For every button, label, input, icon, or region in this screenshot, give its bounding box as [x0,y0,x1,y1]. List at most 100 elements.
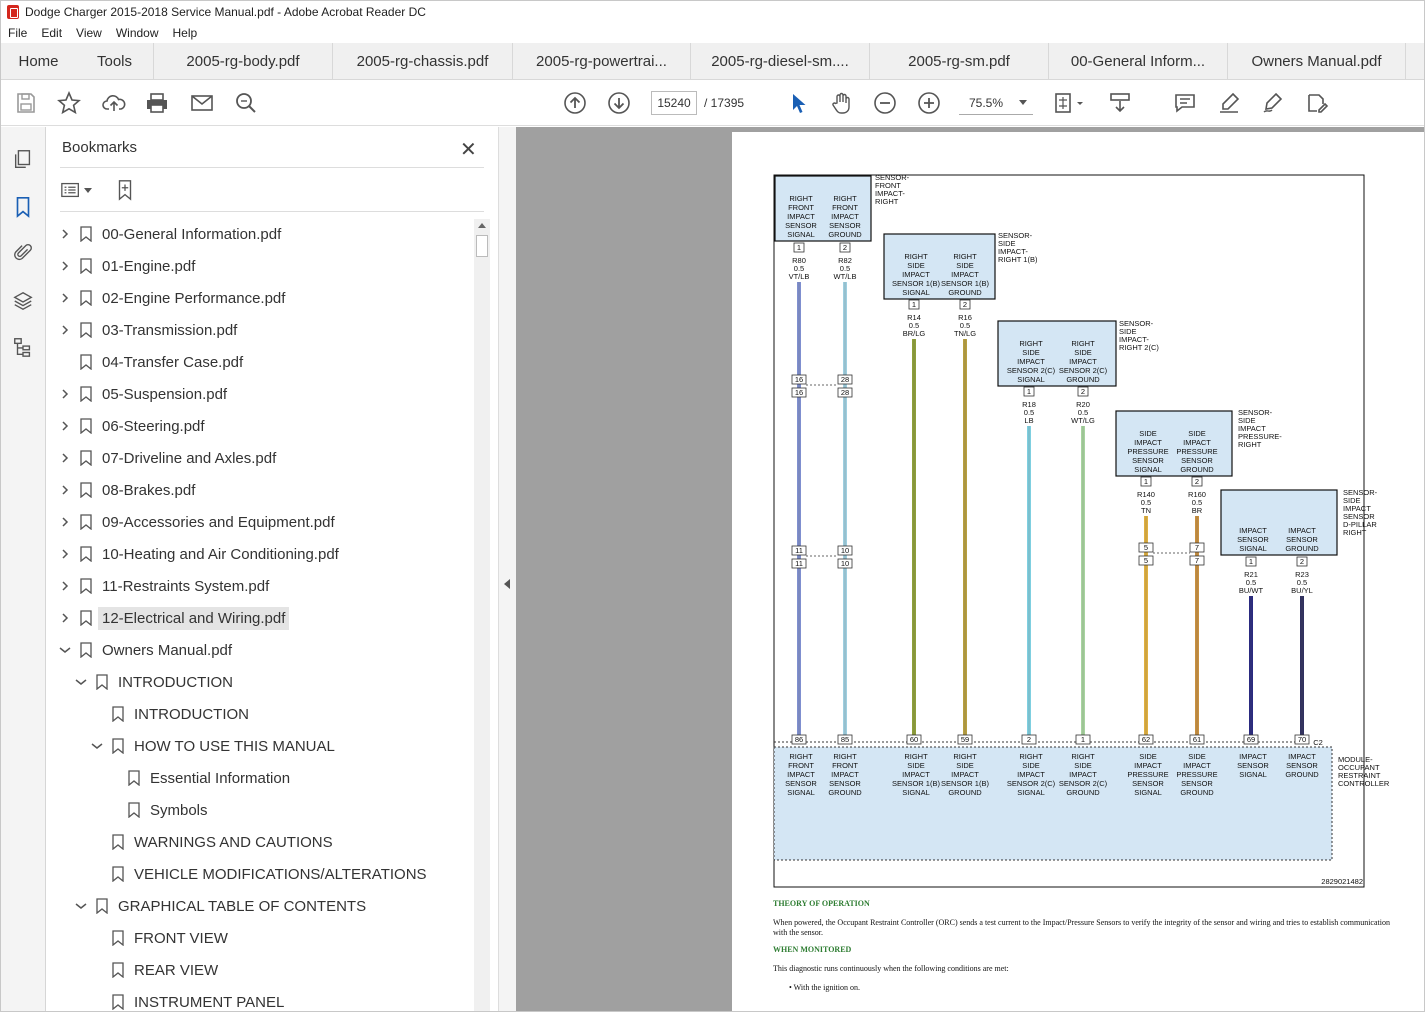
bookmark-item[interactable]: REAR VIEW [46,957,474,983]
chevron-right-icon[interactable] [58,259,72,273]
bookmark-item[interactable]: Symbols [46,797,474,823]
collapse-panel-icon[interactable] [504,579,510,589]
bookmark-item[interactable]: INSTRUMENT PANEL [46,989,474,1011]
sensor-name-label: SIDE [998,239,1016,248]
chevron-right-icon[interactable] [58,515,72,529]
structure-icon[interactable] [11,335,35,359]
select-cursor-icon[interactable] [785,90,811,116]
zoom-out-icon[interactable] [872,90,898,116]
email-icon[interactable] [189,90,215,116]
bookmark-item[interactable]: 12-Electrical and Wiring.pdf [46,605,474,631]
menu-view[interactable]: View [76,26,102,40]
sensor-box [1115,410,1233,477]
chevron-right-icon[interactable] [58,227,72,241]
chevron-right-icon[interactable] [58,451,72,465]
panel-splitter[interactable] [498,127,516,1011]
edit-pdf-icon[interactable] [1304,90,1330,116]
close-icon[interactable]: ✕ [460,139,477,161]
chevron-down-icon[interactable] [58,643,72,657]
layers-icon[interactable] [11,289,35,313]
bookmark-item[interactable]: FRONT VIEW [46,925,474,951]
bookmark-item[interactable]: WARNINGS AND CAUTIONS [46,829,474,855]
circuit-id: R82 [838,256,852,265]
hand-tool-icon[interactable] [829,90,855,116]
page-number-input[interactable]: 15240 [651,91,697,115]
scrolling-mode-icon[interactable] [1107,90,1133,116]
bookmark-item[interactable]: 00-General Information.pdf [46,221,474,247]
options-menu-icon[interactable] [60,179,92,201]
cloud-upload-icon[interactable] [101,90,127,116]
chevron-right-icon[interactable] [58,483,72,497]
chevron-right-icon[interactable] [58,419,72,433]
scrollbar-thumb[interactable] [476,235,488,257]
chevron-right-icon[interactable] [58,291,72,305]
bookmark-item[interactable]: 09-Accessories and Equipment.pdf [46,509,474,535]
bookmarks-icon[interactable] [11,195,35,219]
bookmark-item[interactable]: 10-Heating and Air Conditioning.pdf [46,541,474,567]
orc-pin-label: SIGNAL [1017,788,1045,797]
scroll-up-icon[interactable] [478,223,486,228]
tab-document[interactable]: Owners Manual.pdf [1228,43,1406,80]
chevron-down-icon[interactable] [74,675,88,689]
sign-icon[interactable] [1260,90,1286,116]
previous-page-icon[interactable] [562,90,588,116]
bookmark-item[interactable]: 01-Engine.pdf [46,253,474,279]
sensor-name-label: IMPACT- [875,189,905,198]
menu-help[interactable]: Help [172,26,198,40]
bookmark-item[interactable]: 11-Restraints System.pdf [46,573,474,599]
page-thumbnails-icon[interactable] [11,147,35,171]
bookmark-item[interactable]: VEHICLE MODIFICATIONS/ALTERATIONS [46,861,474,887]
bookmark-item[interactable]: INTRODUCTION [46,701,474,727]
bookmark-item[interactable]: GRAPHICAL TABLE OF CONTENTS [46,893,474,919]
bookmark-item[interactable]: HOW TO USE THIS MANUAL [46,733,474,759]
tab-home[interactable]: Home [18,53,59,70]
menu-file[interactable]: File [8,26,28,40]
search-icon[interactable] [233,90,259,116]
chevron-right-icon[interactable] [58,611,72,625]
tab-document[interactable]: 2005-rg-powertrai... [513,43,691,80]
tab-document[interactable]: 2005-rg-chassis.pdf [333,43,513,80]
zoom-select[interactable]: 75.5% [959,91,1033,115]
bookmark-label: 09-Accessories and Equipment.pdf [102,513,335,531]
bookmark-item[interactable]: 02-Engine Performance.pdf [46,285,474,311]
tab-document[interactable]: 00-General Inform... [1049,43,1228,80]
next-page-icon[interactable] [606,90,632,116]
menu-edit[interactable]: Edit [41,26,63,40]
print-icon[interactable] [144,90,170,116]
scrollbar[interactable] [474,219,490,1011]
pin-function-label: SIDE [956,261,974,270]
chevron-down-icon[interactable] [74,899,88,913]
zoom-in-icon[interactable] [916,90,942,116]
menu-window[interactable]: Window [115,26,159,40]
wire-gauge: 0.5 [960,321,970,330]
chevron-right-icon[interactable] [58,323,72,337]
bookmark-item[interactable]: Owners Manual.pdf [46,637,474,663]
chevron-right-icon[interactable] [58,387,72,401]
chevron-right-icon[interactable] [58,547,72,561]
bookmark-item[interactable]: 05-Suspension.pdf [46,381,474,407]
bookmark-item[interactable]: 06-Steering.pdf [46,413,474,439]
bookmark-item[interactable]: 04-Transfer Case.pdf [46,349,474,375]
inline-connector [837,558,853,569]
chevron-down-icon[interactable] [90,739,104,753]
star-icon[interactable] [56,90,82,116]
bookmark-item[interactable]: INTRODUCTION [46,669,474,695]
save-icon[interactable] [13,90,39,116]
sensor-box [774,175,872,242]
bookmark-item[interactable]: 07-Driveline and Axles.pdf [46,445,474,471]
bookmark-icon [72,258,102,274]
page-fit-icon[interactable] [1052,90,1088,116]
tab-document[interactable]: 2005-rg-sm.pdf [870,43,1049,80]
chevron-right-icon[interactable] [58,579,72,593]
tab-document[interactable]: 2005-rg-body.pdf [154,43,333,80]
bookmark-item[interactable]: 08-Brakes.pdf [46,477,474,503]
comment-icon[interactable] [1172,90,1198,116]
bookmark-item[interactable]: 03-Transmission.pdf [46,317,474,343]
tab-document[interactable]: 2005-rg-diesel-sm.... [691,43,870,80]
highlight-icon[interactable] [1216,90,1242,116]
attachments-icon[interactable] [11,241,35,265]
bookmark-item[interactable]: Essential Information [46,765,474,791]
tab-tools[interactable]: Tools [76,43,154,80]
new-bookmark-icon[interactable] [114,179,136,201]
